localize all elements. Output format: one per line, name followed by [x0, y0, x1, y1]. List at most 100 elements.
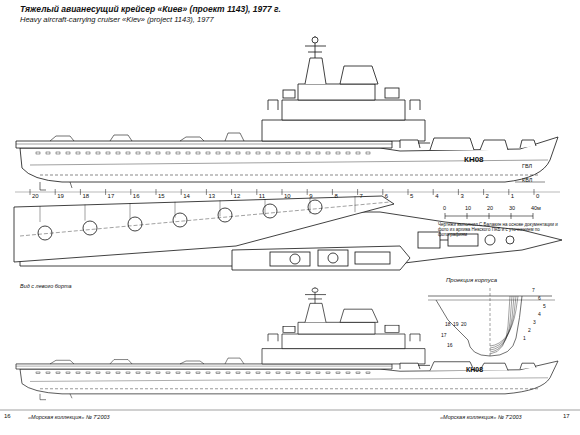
- label: 20: [461, 322, 467, 328]
- frame-tick: [408, 189, 409, 195]
- label: 12: [234, 193, 241, 200]
- frame-tick: [206, 189, 207, 195]
- frame-tick: [508, 189, 509, 195]
- porthole: [76, 372, 80, 374]
- label: КН08: [466, 366, 483, 374]
- label: 20: [487, 205, 493, 211]
- frame-tick: [357, 189, 358, 195]
- porthole: [336, 372, 340, 374]
- porthole: [96, 152, 100, 154]
- porthole: [176, 152, 180, 154]
- porthole: [196, 152, 200, 154]
- frame-tick: [483, 189, 484, 195]
- porthole: [266, 372, 270, 374]
- label: 3: [533, 320, 536, 326]
- porthole: [216, 152, 220, 154]
- scale-tick: [511, 213, 512, 219]
- label: 1: [511, 193, 514, 200]
- label: 3: [460, 193, 463, 200]
- porthole: [196, 372, 200, 374]
- frame-tick: [156, 189, 157, 195]
- label: 18: [82, 193, 89, 200]
- porthole: [46, 372, 50, 374]
- deck-panel: [130, 203, 131, 219]
- porthole: [206, 152, 210, 154]
- porthole: [186, 152, 190, 154]
- porthole: [266, 152, 270, 154]
- label: 16: [447, 343, 453, 349]
- label: Вид с левого борта: [20, 283, 72, 289]
- deck-panel: [355, 196, 356, 212]
- deck-panel: [40, 206, 41, 222]
- label: Heavy aircraft-carrying cruiser «Kiev» (…: [20, 16, 214, 24]
- label: 2: [528, 328, 531, 334]
- label: 8: [334, 193, 337, 200]
- porthole: [96, 372, 100, 374]
- frame-line: [490, 296, 518, 346]
- deck-panel: [265, 199, 266, 215]
- porthole: [276, 372, 280, 374]
- porthole: [286, 372, 290, 374]
- porthole: [146, 152, 150, 154]
- label: 19: [453, 322, 459, 328]
- porthole: [316, 372, 320, 374]
- frame-tick: [30, 189, 31, 195]
- porthole: [176, 372, 180, 374]
- label: 17: [441, 333, 447, 339]
- porthole: [256, 372, 260, 374]
- porthole: [326, 372, 330, 374]
- label: 20: [32, 193, 39, 200]
- label: 19: [57, 193, 64, 200]
- porthole: [326, 152, 330, 154]
- label: 6: [538, 296, 541, 302]
- porthole: [246, 372, 250, 374]
- porthole: [366, 372, 370, 374]
- porthole: [346, 372, 350, 374]
- porthole: [126, 372, 130, 374]
- landing-spot: [83, 221, 97, 235]
- porthole: [356, 152, 360, 154]
- porthole: [136, 372, 140, 374]
- label: 7: [360, 193, 363, 200]
- scale-tick: [445, 213, 446, 219]
- deck-panel: [310, 198, 311, 214]
- label: 16: [4, 413, 11, 420]
- frame-tick: [181, 189, 182, 195]
- label: 6: [385, 193, 388, 200]
- label: 13: [208, 193, 215, 200]
- label: 7: [532, 288, 535, 294]
- deck-panel: [85, 205, 86, 221]
- frame-tick: [282, 189, 283, 195]
- porthole: [66, 372, 70, 374]
- porthole: [296, 372, 300, 374]
- label: 14: [183, 193, 190, 200]
- frame-tick: [256, 189, 257, 195]
- porthole: [296, 152, 300, 154]
- porthole: [56, 372, 60, 374]
- porthole: [366, 152, 370, 154]
- porthole: [86, 372, 90, 374]
- porthole: [256, 152, 260, 154]
- label: КН08: [464, 156, 484, 165]
- label: 4: [435, 193, 438, 200]
- porthole: [36, 152, 40, 154]
- porthole: [236, 152, 240, 154]
- porthole: [236, 372, 240, 374]
- label: 1: [523, 336, 526, 342]
- label: Проекция корпуса: [446, 277, 497, 284]
- label: 10: [465, 205, 471, 211]
- label: 5: [543, 304, 546, 310]
- label: 9: [309, 193, 312, 200]
- scale-tick: [467, 213, 468, 219]
- label: КВЛ: [522, 177, 532, 183]
- porthole: [76, 152, 80, 154]
- porthole: [66, 152, 70, 154]
- porthole: [336, 152, 340, 154]
- frame-tick: [55, 189, 56, 195]
- porthole: [246, 152, 250, 154]
- label: 15: [158, 193, 165, 200]
- porthole: [106, 372, 110, 374]
- label: 17: [563, 413, 570, 420]
- scale-tick: [489, 213, 490, 219]
